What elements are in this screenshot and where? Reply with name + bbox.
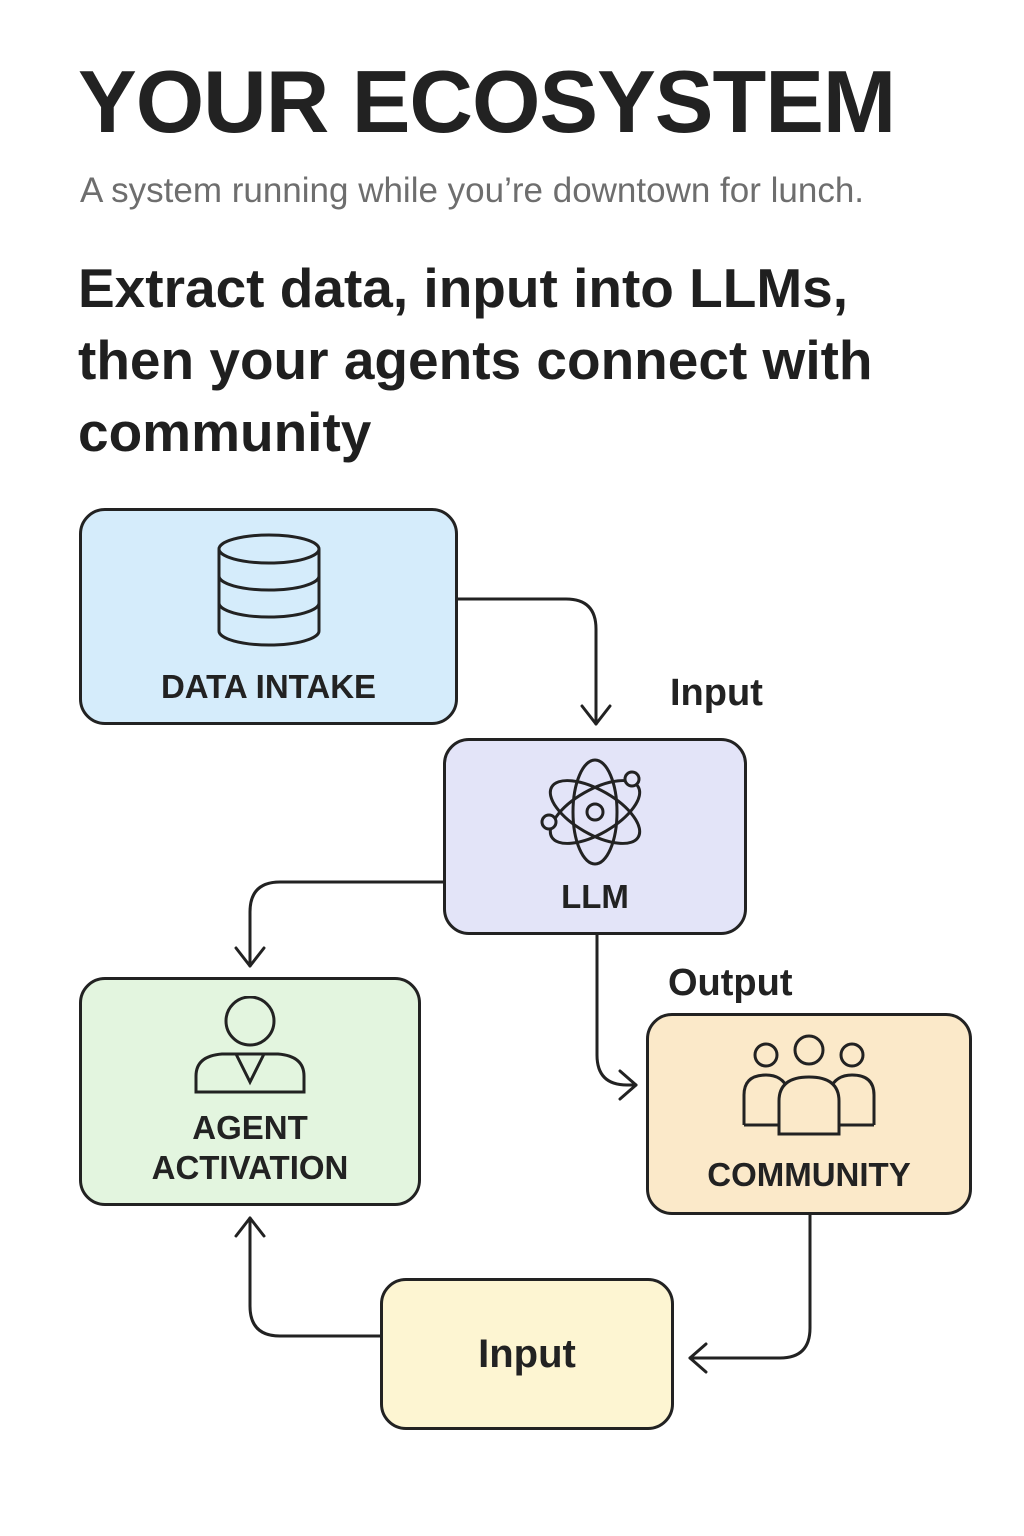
edge-community-to-input	[688, 1212, 812, 1360]
edge-llm-to-community	[595, 932, 638, 1087]
arrowhead-input	[688, 1342, 708, 1374]
arrowhead-agent-bottom	[234, 1216, 266, 1238]
edge-llm-to-agent	[248, 880, 446, 968]
people-icon	[742, 1034, 876, 1136]
node-label: COMMUNITY	[707, 1156, 911, 1193]
headline: Extract data, input into LLMs, then your…	[78, 257, 873, 463]
node-label: Input	[478, 1332, 576, 1376]
page-title: YOUR ECOSYSTEM	[78, 52, 896, 151]
node-label-line-2: ACTIVATION	[151, 1148, 349, 1186]
node-label-line-1: AGENT	[192, 1108, 308, 1146]
node-data-intake[interactable]: DATA INTAKE	[79, 508, 458, 725]
node-input[interactable]: Input	[380, 1278, 674, 1430]
flow-label-input: Input	[670, 672, 763, 714]
arrowhead-llm	[580, 704, 612, 726]
node-label: DATA INTAKE	[160, 667, 377, 705]
arrowhead-community	[618, 1069, 638, 1101]
arrowhead-agent-top	[234, 946, 266, 968]
node-label: LLM	[561, 877, 629, 915]
edge-input-to-agent	[248, 1216, 384, 1338]
node-llm[interactable]: LLM	[443, 738, 747, 935]
page-subtitle: A system running while you’re downtown f…	[80, 171, 865, 210]
database-icon	[217, 533, 320, 646]
flow-label-output: Output	[668, 962, 793, 1004]
node-community[interactable]: COMMUNITY	[646, 1013, 972, 1215]
person-icon	[194, 995, 306, 1093]
atom-icon	[540, 758, 642, 865]
edge-data-intake-to-llm	[454, 597, 598, 726]
node-agent-activation[interactable]: AGENT ACTIVATION	[79, 977, 421, 1206]
